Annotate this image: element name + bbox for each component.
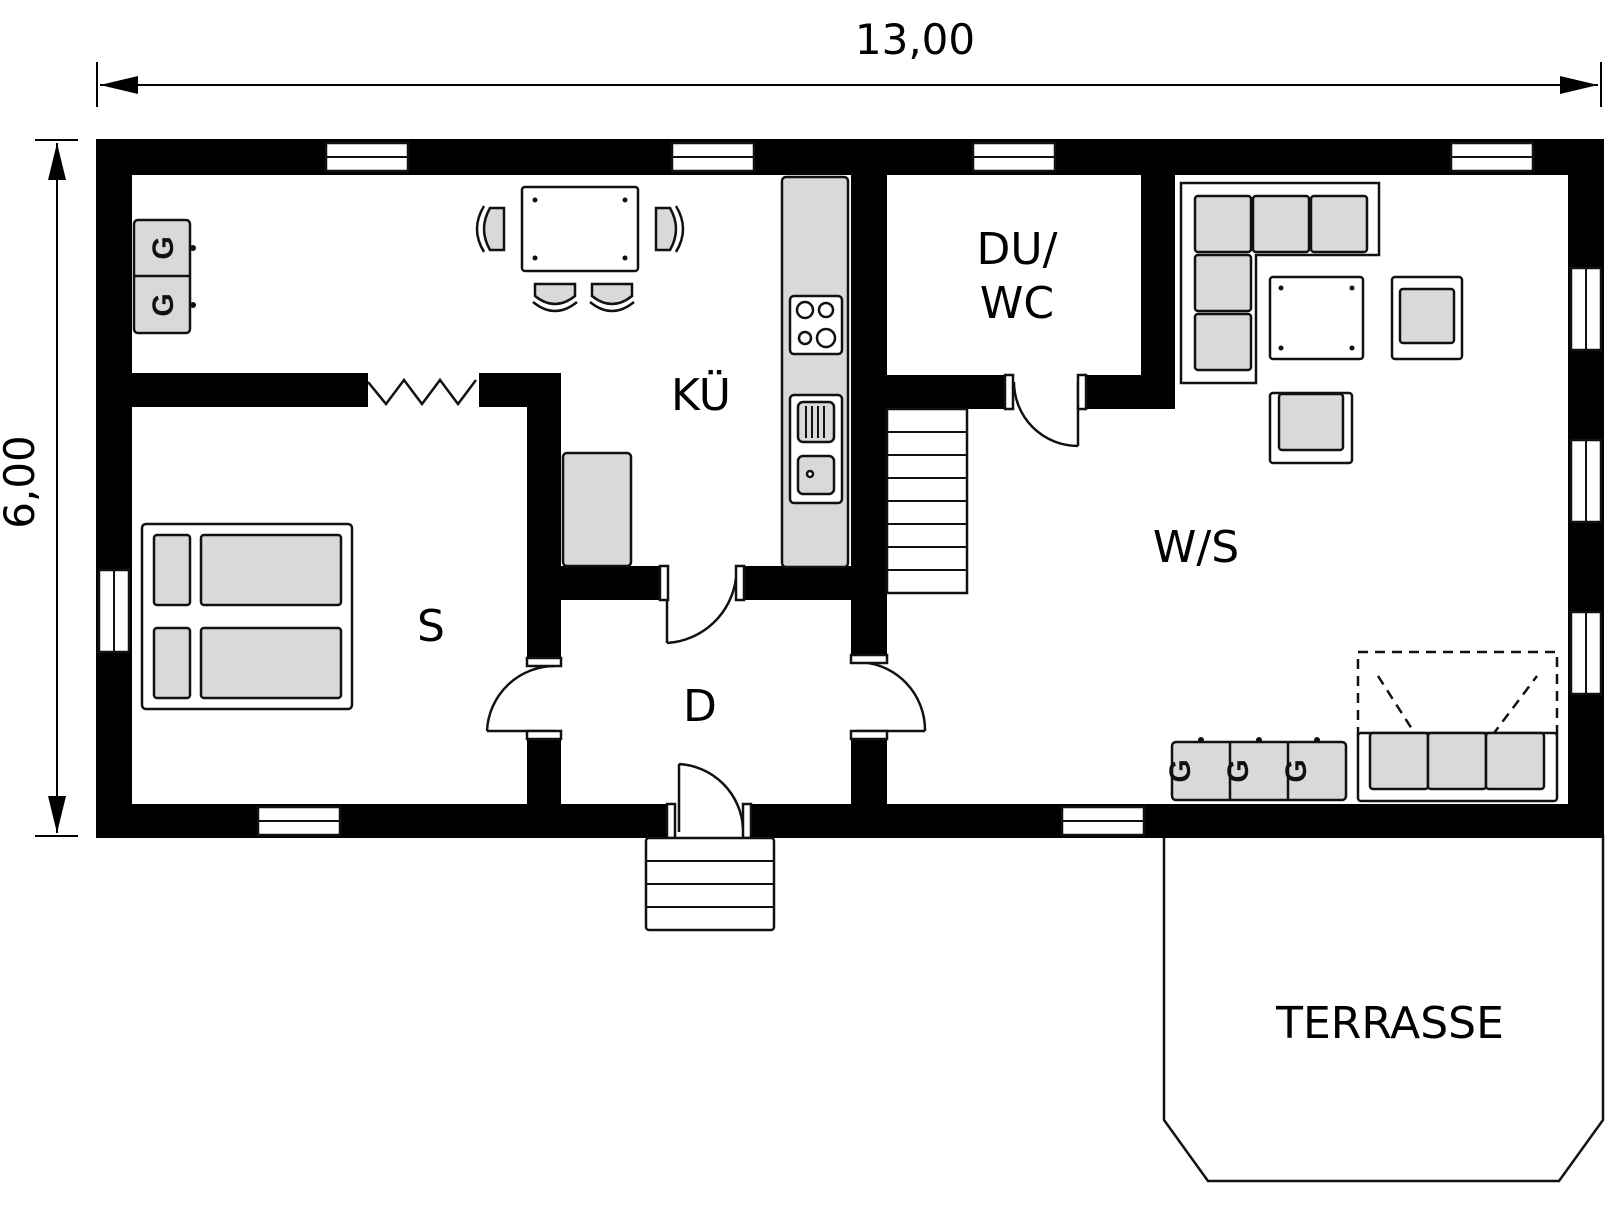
sink-icon [788,393,844,505]
window [1569,266,1603,352]
bunk-bed-label: G [147,236,180,259]
dimension-width-label: 13,00 [855,15,975,64]
dimension-height: 6,00 [0,139,78,837]
window [670,141,756,173]
dimension-width: 13,00 [96,15,1602,107]
windows [97,141,1603,837]
triple-bed-label: G [1280,759,1313,782]
door-bathroom [1003,373,1088,448]
room-label-terrace: TERRASSE [1275,998,1504,1049]
triple-bed-label: G [1222,759,1255,782]
coffee-table [1268,275,1365,361]
staircase [885,407,969,595]
room-label-hall: D [683,681,717,732]
room-label-kitchen: KÜ [671,369,731,421]
window [1449,141,1535,173]
room-labels: KÜ DU/ WC S D W/S TERRASSE [417,224,1504,1049]
door-kitchen [658,564,746,645]
doors [367,373,1088,840]
chair-icon [475,205,506,253]
armchair [1390,275,1464,361]
kitchen-cabinet [561,451,633,568]
room-label-bedroom: S [417,601,445,652]
triple-bed-label: G [1164,759,1197,782]
stove-icon [788,294,844,356]
chair-icon [589,282,635,313]
bunk-bed: G G [132,218,196,335]
window [324,141,410,173]
chair-icon [532,282,578,313]
door-living [849,653,927,741]
bunk-bed-label: G [147,293,180,316]
door-entrance [665,762,753,840]
dimension-height-label: 6,00 [0,435,44,529]
armchair [1268,391,1354,465]
window [97,568,131,654]
corner-sofa [1179,181,1381,385]
window [1569,610,1603,696]
chair-icon [654,205,685,253]
window [971,141,1057,173]
kitchen-counter [780,175,850,569]
folding-door [367,373,479,407]
window [256,805,342,837]
room-label-living: W/S [1153,522,1239,573]
sofa-bed [1356,650,1559,803]
window [1060,805,1146,837]
double-bed [140,522,354,711]
room-label-bathroom-line2: WC [980,278,1054,329]
triple-bed: G G G [1164,737,1348,802]
dining-set [475,185,685,313]
door-bedroom [485,656,563,741]
room-label-bathroom-line1: DU/ [977,224,1058,275]
window [1569,438,1603,524]
entrance-steps [644,836,776,932]
